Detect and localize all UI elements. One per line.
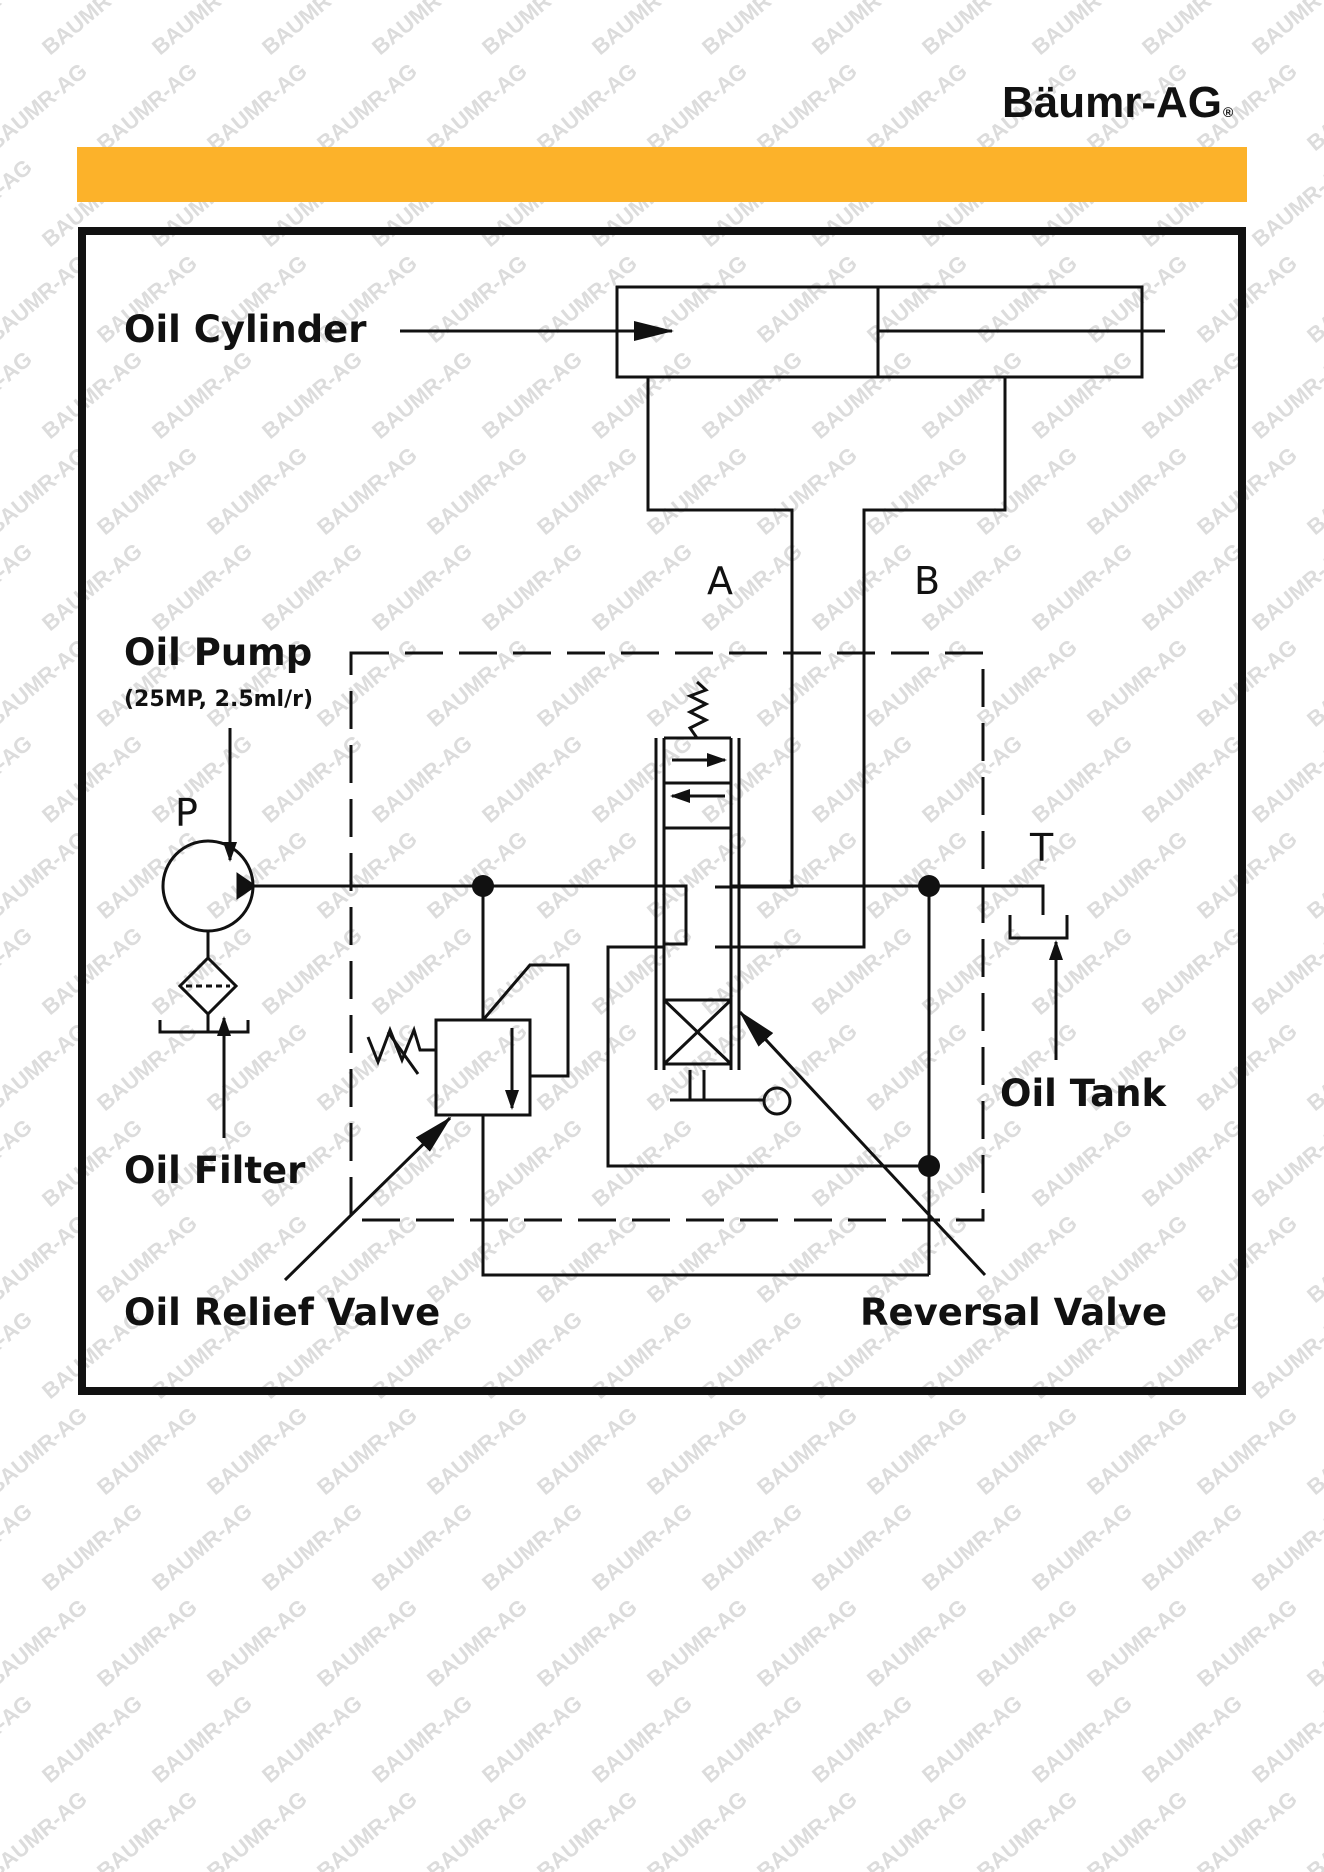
oil-pump-symbol bbox=[161, 839, 257, 958]
label-oil-tank: Oil Tank bbox=[1000, 1072, 1167, 1115]
brand-logo: Bäumr-AG® bbox=[1002, 78, 1234, 127]
port-a: A bbox=[707, 559, 733, 603]
relief-valve-symbol bbox=[366, 963, 570, 1117]
label-oil-filter: Oil Filter bbox=[124, 1149, 306, 1192]
label-reversal-valve: Reversal Valve bbox=[860, 1291, 1167, 1334]
oil-cylinder-symbol bbox=[615, 285, 1165, 379]
pressure-line bbox=[254, 884, 688, 946]
line-b bbox=[715, 377, 1007, 949]
valve-block-boundary bbox=[349, 651, 985, 1222]
brand-name: Bäumr-AG bbox=[1002, 78, 1223, 127]
accent-bar bbox=[77, 147, 1247, 202]
junction-pressure bbox=[472, 875, 494, 897]
relief-valve-pointer bbox=[283, 1116, 452, 1282]
diagram-frame bbox=[78, 227, 1246, 1395]
oil-filter-symbol bbox=[158, 955, 250, 1034]
port-t: T bbox=[1029, 826, 1054, 870]
oil-tank-symbol bbox=[1008, 915, 1069, 940]
relief-return bbox=[481, 1115, 929, 1277]
reversal-valve-pointer bbox=[738, 1010, 987, 1277]
junction-tank bbox=[918, 875, 940, 897]
port-b: B bbox=[914, 559, 940, 603]
tank-line bbox=[731, 884, 1045, 915]
line-a bbox=[646, 377, 794, 889]
port-p: P bbox=[175, 791, 198, 835]
junction-return bbox=[918, 1155, 940, 1177]
label-oil-relief-valve: Oil Relief Valve bbox=[124, 1291, 440, 1334]
return-line bbox=[606, 945, 929, 1168]
label-oil-pump: Oil Pump bbox=[124, 631, 312, 674]
reversal-valve-symbol bbox=[654, 680, 792, 1116]
label-oil-pump-spec: (25MP, 2.5ml/r) bbox=[124, 687, 313, 712]
label-oil-cylinder: Oil Cylinder bbox=[124, 308, 367, 351]
